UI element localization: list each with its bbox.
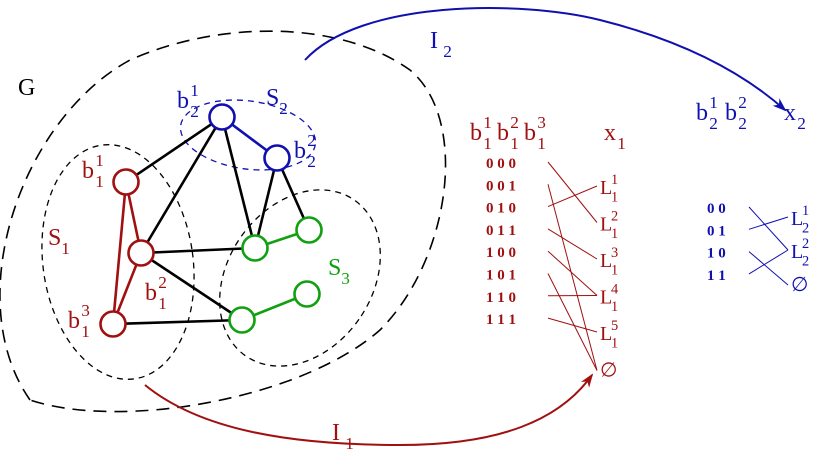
edge-b21-g1 — [220, 116, 257, 249]
table1-row-bits: 0 1 0 — [486, 201, 516, 217]
table1-mapping-line — [547, 185, 598, 208]
set-label-s3: S3 — [328, 255, 350, 288]
table1-target-header: x1 — [604, 120, 626, 153]
edge-b22-g1 — [253, 157, 279, 249]
table2-mapping-line — [748, 216, 789, 230]
node-b12 — [127, 239, 155, 267]
set-label-s2: S2 — [266, 85, 288, 118]
table2-mapping-line — [748, 206, 789, 251]
arrow-i2 — [304, 7, 787, 112]
table2-mapping-line — [748, 249, 789, 275]
table2-row-bits: 1 1 — [707, 268, 726, 284]
table1-row-bits: 1 1 0 — [486, 290, 516, 306]
graph-label-g: G — [18, 75, 35, 101]
regions-layer — [0, 30, 447, 413]
node-g3 — [293, 280, 321, 308]
edge-b21-b11 — [125, 115, 223, 184]
edge-b12-g1 — [140, 246, 256, 255]
table1-row-bits: 0 1 1 — [486, 223, 516, 239]
table2-row-bits: 1 0 — [707, 246, 726, 262]
region-s2-outline — [179, 99, 317, 171]
table2-target-header: x2 — [784, 100, 806, 133]
table1-target-5: ∅ — [600, 360, 617, 382]
table1-row-bits: 0 0 1 — [486, 178, 516, 194]
node-b21 — [208, 103, 236, 131]
table2-row-bits: 0 1 — [707, 223, 726, 239]
table1-row-bits: 1 0 1 — [486, 268, 516, 284]
edge-b11-b13 — [111, 181, 128, 325]
table2-mapping-line — [748, 251, 789, 286]
table1-mapping-line — [547, 228, 598, 260]
node-g1 — [241, 234, 269, 262]
node-b13 — [99, 310, 127, 338]
edge-b13-g4 — [112, 318, 243, 326]
edge-b21-b12 — [139, 116, 224, 254]
node-b22 — [263, 144, 291, 172]
region-g-outline — [0, 30, 447, 413]
table1-row-bits: 1 0 0 — [486, 245, 516, 261]
edge-b12-g4 — [140, 251, 243, 322]
table1-mapping-line — [547, 317, 598, 333]
arrow-i1 — [144, 373, 594, 447]
table1-mapping-line — [547, 273, 598, 371]
table1-row-bits: 1 1 1 — [486, 312, 516, 328]
table1-mapping-line — [547, 250, 598, 296]
set-label-s1: S1 — [48, 225, 70, 258]
table1-mapping-line — [547, 161, 598, 223]
table2-row-bits: 0 0 — [707, 201, 726, 217]
node-g4 — [228, 306, 256, 334]
table2-target-2: ∅ — [791, 274, 808, 296]
table1-mapping-line — [547, 184, 598, 371]
node-b11 — [112, 168, 140, 196]
node-g2 — [295, 216, 323, 244]
nodes-layer — [99, 103, 323, 338]
table1-row-bits: 0 0 0 — [486, 156, 516, 172]
region-s3-outline — [219, 189, 381, 367]
